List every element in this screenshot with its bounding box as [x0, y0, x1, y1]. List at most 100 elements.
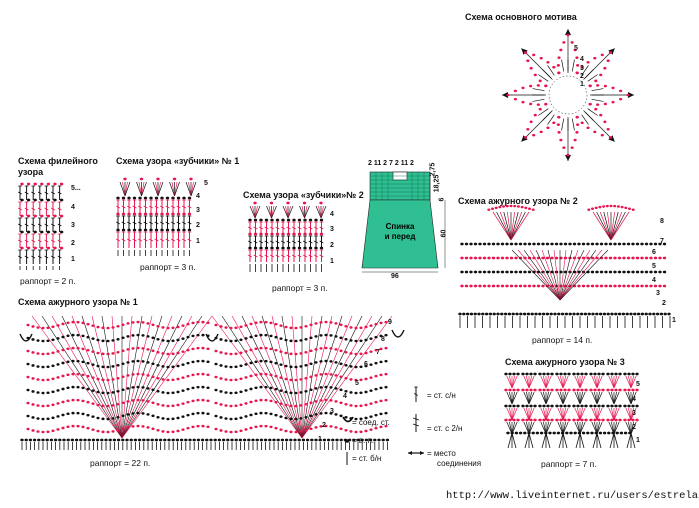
- chain-stitch-symbol: [46, 417, 50, 421]
- stitch-stroke: [511, 249, 561, 301]
- chain-stitch-symbol: [191, 360, 195, 364]
- stitch-stroke: [543, 375, 547, 389]
- chain-stitch-symbol: [586, 256, 590, 260]
- chain-stitch-symbol: [528, 207, 531, 210]
- chain-stitch-symbol: [473, 242, 478, 246]
- chain-stitch-symbol: [106, 417, 110, 421]
- stitch-stroke: [608, 375, 615, 389]
- chain-stitch-symbol: [66, 438, 70, 442]
- chain-stitch-symbol: [564, 312, 569, 316]
- chain-stitch-symbol: [478, 242, 482, 246]
- chain-stitch-symbol: [299, 430, 303, 433]
- chain-stitch-symbol: [96, 325, 100, 329]
- chain-stitch-symbol: [229, 339, 233, 343]
- chain-stitch-symbol: [151, 427, 155, 431]
- stitch-stroke: [630, 421, 634, 435]
- chain-stitch-symbol: [254, 412, 258, 416]
- chain-stitch-symbol: [614, 404, 618, 408]
- chain-stitch-symbol: [112, 438, 117, 442]
- chain-stitch-symbol: [576, 372, 580, 376]
- stitch-stroke: [630, 375, 637, 389]
- picot2-caption: раппорт = 3 п.: [272, 283, 328, 293]
- chain-stitch-symbol: [631, 284, 635, 288]
- double-crochet-bar: [116, 205, 120, 209]
- chain-stitch-symbol: [605, 204, 609, 208]
- chain-stitch-symbol: [101, 378, 105, 382]
- chain-stitch-symbol: [658, 270, 662, 274]
- chain-stitch-symbol: [379, 334, 383, 338]
- chain-stitch-symbol: [623, 418, 627, 422]
- chain-stitch-symbol: [374, 387, 378, 391]
- chain-stitch-symbol: [76, 333, 80, 337]
- chain-stitch-symbol: [126, 335, 130, 338]
- garment-skirt: [361, 199, 439, 269]
- chain-stitch-symbol: [587, 312, 591, 316]
- chain-stitch-symbol: [229, 430, 233, 434]
- double-crochet-bar: [160, 238, 164, 242]
- double-crochet-bar: [24, 191, 29, 195]
- chain-stitch-symbol: [186, 387, 190, 391]
- chain-stitch-symbol: [568, 242, 572, 246]
- chain-stitch-symbol: [556, 431, 561, 435]
- chain-stitch-symbol: [141, 399, 145, 402]
- chain-stitch-symbol: [655, 312, 660, 316]
- chain-stitch-symbol: [46, 352, 50, 356]
- chain-stitch-symbol: [31, 338, 35, 341]
- chain-stitch-symbol: [319, 412, 323, 415]
- chain-stitch-symbol: [108, 438, 112, 442]
- chain-stitch-symbol: [253, 218, 258, 222]
- chain-stitch-symbol: [539, 56, 543, 60]
- stitch-stroke: [412, 423, 420, 427]
- stitch-stroke: [577, 375, 581, 389]
- chain-stitch-symbol: [238, 438, 243, 442]
- chain-stitch-symbol: [521, 388, 525, 392]
- picot2-chart: [248, 201, 327, 272]
- stitch-stroke: [528, 432, 534, 449]
- chain-stitch-symbol: [126, 322, 130, 325]
- chain-stitch-symbol: [577, 284, 581, 288]
- chain-stitch-symbol: [264, 333, 268, 337]
- chain-stitch-symbol: [86, 361, 90, 365]
- chain-stitch-symbol: [51, 429, 55, 433]
- double-crochet-bar: [187, 205, 192, 209]
- stitch-stroke: [185, 181, 192, 197]
- chain-stitch-symbol: [626, 284, 631, 288]
- legend-double-crochet: = ст. с/н: [427, 391, 456, 400]
- stitch-stroke: [254, 205, 261, 219]
- chain-stitch-symbol: [249, 400, 253, 404]
- chain-stitch-symbol: [106, 365, 110, 369]
- chain-stitch-symbol: [521, 86, 525, 90]
- double-crochet-bar: [31, 223, 36, 227]
- fillet-title: Схема филейного узора: [18, 156, 98, 178]
- chain-stitch-symbol: [36, 378, 40, 381]
- chain-stitch-symbol: [121, 196, 126, 200]
- chain-stitch-symbol: [364, 429, 368, 433]
- chain-stitch-symbol: [101, 352, 105, 356]
- stitch-stroke: [315, 205, 322, 219]
- chain-stitch-symbol: [596, 84, 600, 87]
- chain-stitch-symbol: [294, 352, 298, 356]
- openwork1-row-num: 5: [355, 380, 359, 387]
- chain-stitch-symbol: [606, 388, 610, 392]
- footer-url[interactable]: http://www.liveinternet.ru/users/estrela…: [446, 490, 699, 502]
- chain-stitch-symbol: [81, 412, 85, 416]
- chain-stitch-symbol: [610, 312, 614, 316]
- chain-stitch-symbol: [86, 335, 90, 339]
- chain-stitch-symbol: [533, 418, 537, 422]
- stitch-stroke: [577, 407, 581, 421]
- chain-stitch-symbol: [196, 320, 200, 324]
- chain-stitch-symbol: [186, 400, 190, 404]
- chain-stitch-symbol: [496, 284, 500, 288]
- chain-stitch-symbol: [545, 284, 550, 288]
- stitch-stroke: [596, 421, 603, 435]
- chain-stitch-symbol: [172, 177, 177, 181]
- double-crochet-bar: [18, 207, 22, 211]
- picot1-chart: [116, 177, 197, 256]
- chain-stitch-symbol: [274, 426, 278, 430]
- stitch-stroke: [592, 211, 612, 241]
- chain-stitch-symbol: [186, 426, 190, 430]
- chain-stitch-symbol: [219, 429, 223, 432]
- chain-stitch-symbol: [217, 438, 222, 442]
- chain-stitch-symbol: [126, 348, 130, 351]
- chain-stitch-symbol: [294, 339, 298, 343]
